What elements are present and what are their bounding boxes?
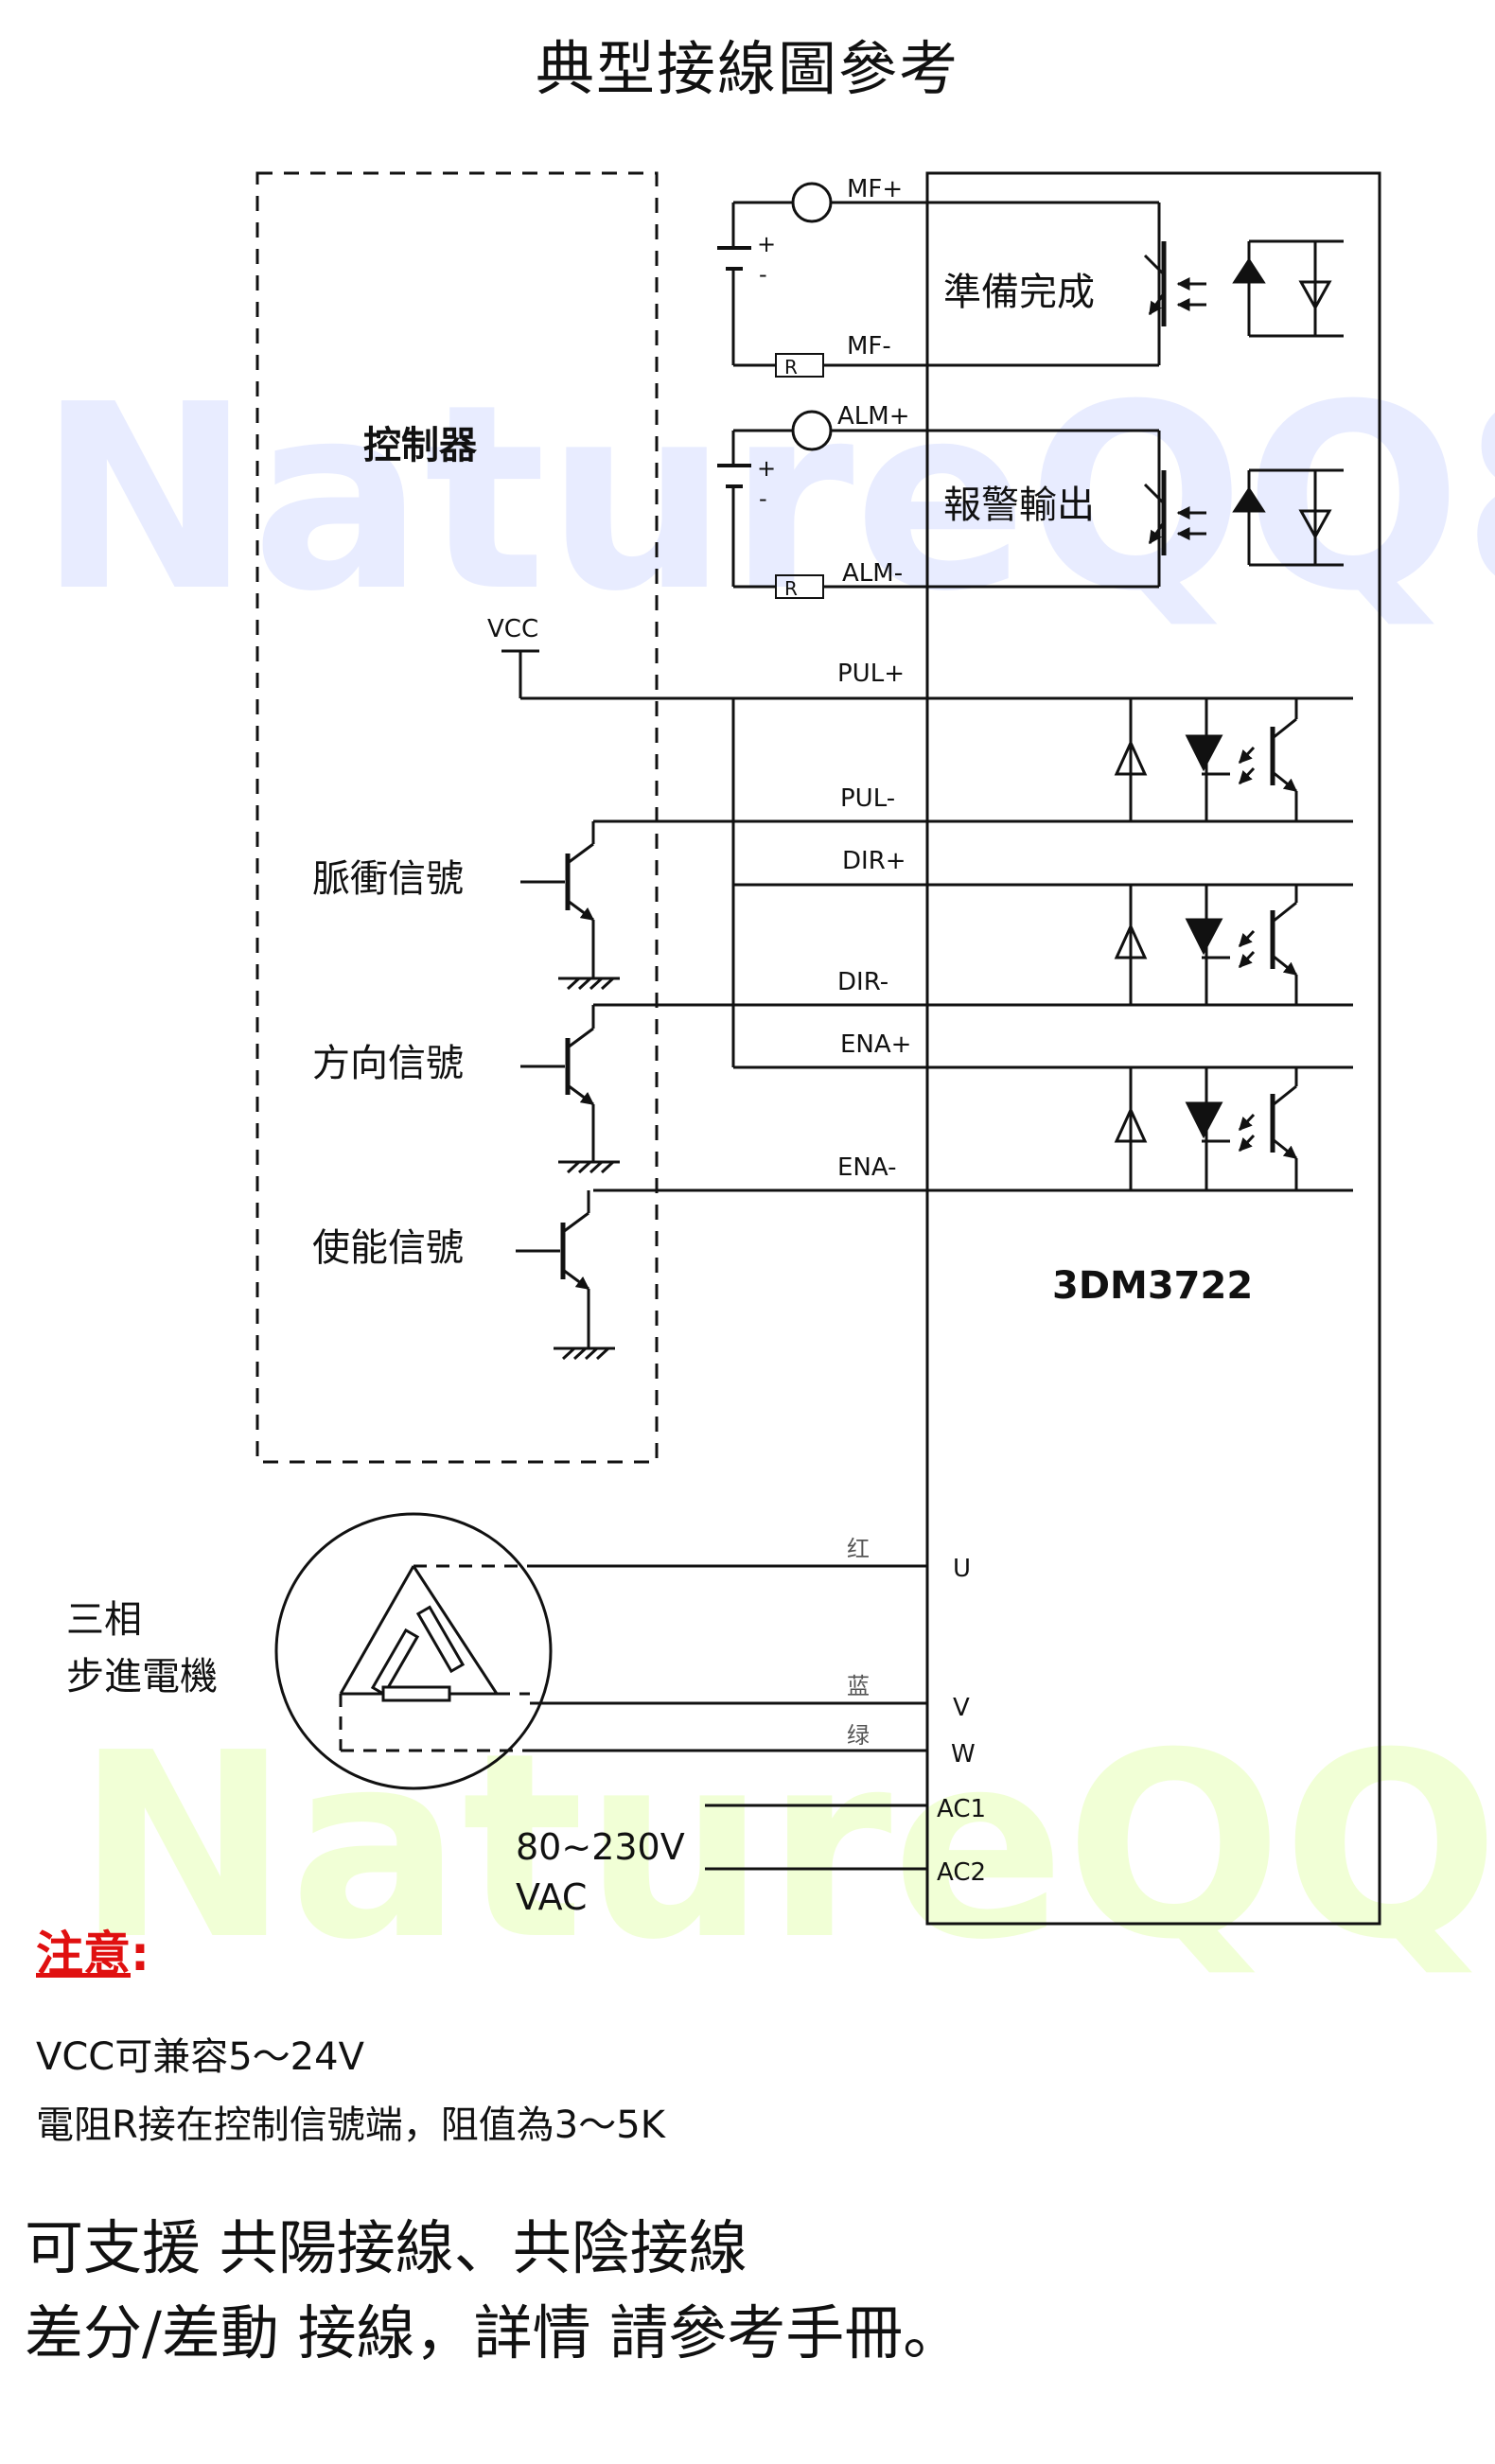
footer-line-1: 可支援 共陽接線、共陰接線 <box>25 2213 748 2282</box>
output-optocoupler-mf <box>1143 239 1344 338</box>
terminal-pul-plus: PUL+ <box>837 660 905 688</box>
transistor-enable <box>516 1190 615 1361</box>
terminal-pul-minus: PUL- <box>840 784 895 813</box>
transistor-pulse <box>520 821 620 991</box>
resistor-label-mf: R <box>784 356 798 378</box>
terminal-ac2: AC2 <box>937 1858 986 1887</box>
vcc-label: VCC <box>487 615 538 643</box>
battery-minus-mf: - <box>759 261 767 288</box>
terminal-ena-plus: ENA+ <box>840 1030 911 1059</box>
indicator-lamp-mf <box>791 182 833 223</box>
terminal-mf-plus: MF+ <box>847 175 903 203</box>
notes-section: 注意: VCC可兼容5～24V 電阻R接在控制信號端，阻值為3～5K <box>36 1916 665 2149</box>
controller-label: 控制器 <box>363 424 478 467</box>
optocoupler-pul <box>1117 696 1353 823</box>
notes-heading-colon: : <box>131 1927 150 1981</box>
terminal-dir-minus: DIR- <box>837 968 888 996</box>
alarm-output-label: 報警輸出 <box>943 484 1095 527</box>
motor-symbol <box>274 1512 553 1790</box>
terminal-u: U <box>953 1555 971 1583</box>
notes-heading: 注意: <box>36 1916 665 1984</box>
note-line-vcc: VCC可兼容5～24V <box>36 2035 364 2079</box>
power-type-label: VAC <box>516 1876 587 1918</box>
battery-plus-alm: + <box>757 455 776 482</box>
terminal-ena-minus: ENA- <box>837 1153 896 1182</box>
ready-output-label: 準備完成 <box>943 271 1095 314</box>
motor-label-line2: 步進電機 <box>66 1655 218 1698</box>
note-line-resistor: 電阻R接在控制信號端，阻值為3～5K <box>36 2103 665 2147</box>
terminal-w: W <box>951 1740 976 1769</box>
terminal-alm-minus: ALM- <box>842 559 903 588</box>
terminal-dir-plus: DIR+ <box>842 847 906 875</box>
page-title: 典型接線圖參考 <box>535 34 959 103</box>
driver-box <box>925 171 1381 1926</box>
wire-green-label: 绿 <box>847 1722 870 1749</box>
terminal-alm-plus: ALM+ <box>837 402 910 431</box>
terminal-ac1: AC1 <box>937 1795 986 1823</box>
terminal-mf-minus: MF- <box>847 332 891 361</box>
footer-line-2: 差分/差動 接線，詳情 請參考手冊。 <box>25 2298 962 2367</box>
optocoupler-dir <box>1117 883 1353 1007</box>
transistor-direction <box>520 1005 620 1174</box>
wire-red-label: 红 <box>847 1536 870 1562</box>
wire-blue-label: 蓝 <box>847 1673 870 1699</box>
battery-minus-alm: - <box>759 485 767 512</box>
driver-model-label: 3DM3722 <box>1052 1264 1253 1308</box>
resistor-label-alm: R <box>784 577 798 600</box>
pulse-signal-label: 脈衝信號 <box>312 857 464 901</box>
direction-signal-label: 方向信號 <box>312 1042 464 1085</box>
battery-plus-mf: + <box>757 231 776 257</box>
optocoupler-ena <box>1117 1065 1353 1192</box>
motor-label-line1: 三相 <box>66 1598 142 1642</box>
controller-box <box>255 171 659 1464</box>
power-voltage-label: 80~230V <box>516 1826 685 1868</box>
watermark-bottom: NatureQQ88 <box>76 1698 1495 1996</box>
enable-signal-label: 使能信號 <box>312 1226 464 1270</box>
notes-heading-text: 注意 <box>36 1927 131 1981</box>
terminal-v: V <box>953 1694 970 1722</box>
